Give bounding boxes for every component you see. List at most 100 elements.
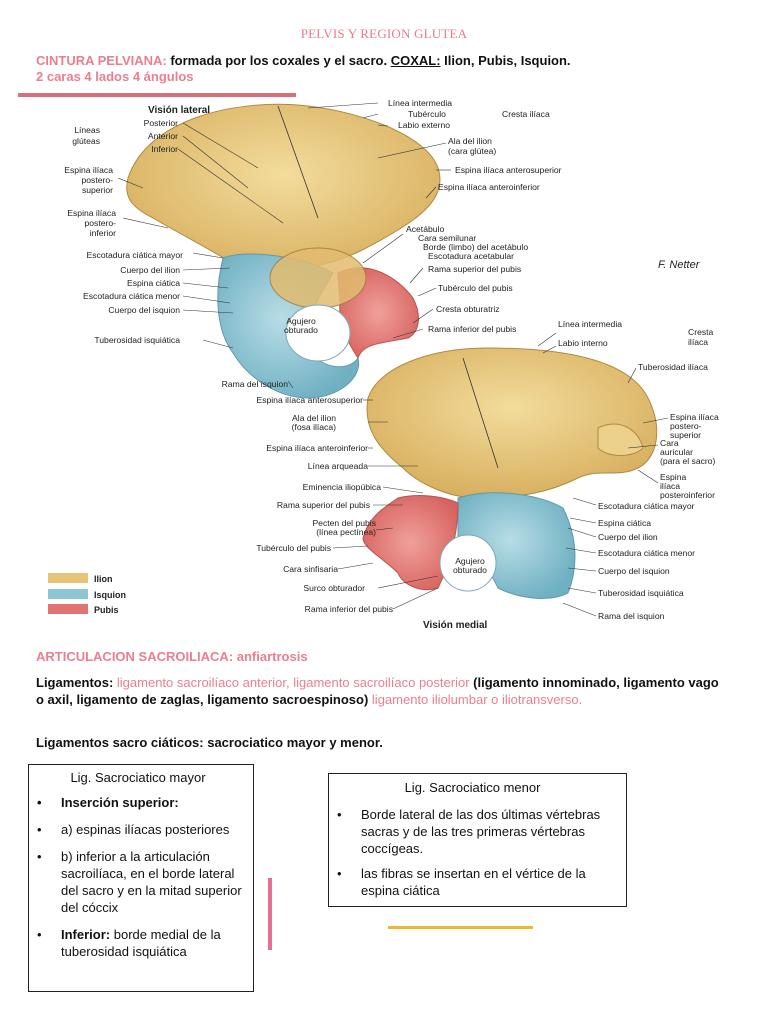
coxal-bone-figure: Visión lateral Visión medial F. Netter xyxy=(48,98,719,631)
articulacion-heading: ARTICULACION SACROILIACA: anfiartrosis xyxy=(36,649,308,664)
list-item: •Inserción superior: xyxy=(37,795,179,810)
lateral-view-bone xyxy=(126,103,441,399)
svg-text:Pubis: Pubis xyxy=(94,605,119,615)
svg-text:Acetábulo: Acetábulo xyxy=(406,224,444,234)
svg-text:Eminencia iliopúbica: Eminencia iliopúbica xyxy=(303,482,382,492)
bone-legend: Ilion Isquion Pubis xyxy=(48,573,126,615)
svg-text:(cara glútea): (cara glútea) xyxy=(448,146,496,156)
svg-text:Cara semilunar: Cara semilunar xyxy=(418,233,476,243)
svg-text:Tuberosidad isquiática: Tuberosidad isquiática xyxy=(94,335,180,345)
svg-text:Tuberosidad ilíaca: Tuberosidad ilíaca xyxy=(638,362,708,372)
svg-text:Isquion: Isquion xyxy=(94,590,126,600)
lateral-left-labels: Posterior Anterior Inferior Líneas glúte… xyxy=(64,118,288,389)
mayor-heading: Lig. Sacrociatico mayor xyxy=(70,770,206,785)
intro-subline: 2 caras 4 lados 4 ángulos xyxy=(36,69,194,84)
svg-text:Tubérculo del pubis: Tubérculo del pubis xyxy=(438,283,513,293)
svg-text:(línea pectínea): (línea pectínea) xyxy=(316,527,376,537)
svg-text:auricular: auricular xyxy=(660,447,693,457)
legend-swatch-pubis xyxy=(48,604,88,614)
svg-text:Tuberosidad isquiática: Tuberosidad isquiática xyxy=(598,588,684,598)
svg-text:Rama del isquion: Rama del isquion xyxy=(598,611,665,621)
svg-text:Agujero: Agujero xyxy=(286,316,316,326)
svg-text:Cara: Cara xyxy=(660,438,679,448)
artist-signature: F. Netter xyxy=(658,259,701,271)
sacrociatico-menor-box: Lig. Sacrociatico menor •Borde lateral d… xyxy=(328,773,627,907)
list-item: •Inferior: borde medial de la tuberosida… xyxy=(37,927,221,959)
medial-view-bone xyxy=(362,347,658,599)
svg-text:Labio externo: Labio externo xyxy=(398,120,450,130)
intro-line: CINTURA PELVIANA: formada por los coxale… xyxy=(36,53,571,68)
medial-left-labels: Espina ilíaca anterosuperior Ala del ili… xyxy=(256,395,393,614)
ligamentos-part1: ligamento sacroilíaco anterior, ligament… xyxy=(116,675,470,690)
svg-text:Ala del ilion: Ala del ilion xyxy=(292,413,336,423)
legend-swatch-isquion xyxy=(48,589,88,599)
svg-text:inferior: inferior xyxy=(90,228,116,238)
svg-text:Cuerpo del isquion: Cuerpo del isquion xyxy=(598,566,670,576)
cintura-label: CINTURA PELVIANA: xyxy=(36,53,167,68)
svg-text:Espina ilíaca anteroinferior: Espina ilíaca anteroinferior xyxy=(438,182,540,192)
svg-text:Espina ciática: Espina ciática xyxy=(598,518,651,528)
ligamentos-part2: (ligamento innominado, ligamento vago o … xyxy=(36,675,719,707)
svg-text:Tubérculo: Tubérculo xyxy=(408,109,446,119)
lateral-right-labels: Línea intermedia Tubérculo Labio externo… xyxy=(284,98,562,335)
ligamentos-paragraph: Ligamentos: ligamento sacroilíaco anteri… xyxy=(36,674,726,708)
svg-text:Tubérculo del pubis: Tubérculo del pubis xyxy=(256,543,331,553)
svg-text:Escotadura ciática menor: Escotadura ciática menor xyxy=(598,548,695,558)
svg-text:posteroinferior: posteroinferior xyxy=(660,490,715,500)
svg-text:Borde (limbo) del acetábulo: Borde (limbo) del acetábulo xyxy=(423,242,528,252)
svg-text:Ilion: Ilion xyxy=(94,574,113,584)
red-divider xyxy=(18,93,296,97)
svg-text:Cuerpo del ilion: Cuerpo del ilion xyxy=(120,265,180,275)
svg-text:Cresta: Cresta xyxy=(688,327,714,337)
yellow-accent-line xyxy=(388,926,533,929)
svg-text:Escotadura ciática mayor: Escotadura ciática mayor xyxy=(598,501,695,511)
medial-heading: Visión medial xyxy=(423,620,488,631)
sacrociaticos-line: Ligamentos sacro ciáticos: sacrociatico … xyxy=(36,735,383,750)
svg-text:Rama superior del pubis: Rama superior del pubis xyxy=(277,500,370,510)
menor-heading: Lig. Sacrociatico menor xyxy=(404,780,541,795)
list-item: •a) espinas ilíacas posteriores xyxy=(37,822,230,837)
pink-accent-bar xyxy=(268,878,272,950)
ligamentos-label: Ligamentos: xyxy=(36,675,117,690)
svg-text:obturado: obturado xyxy=(284,325,318,335)
svg-text:superior: superior xyxy=(82,185,113,195)
list-item: • las fibras se insertan en el vértice d… xyxy=(337,866,586,898)
medial-right-labels: Línea intermedia Labio interno Cresta il… xyxy=(453,319,719,621)
svg-text:Rama del isquion: Rama del isquion xyxy=(222,379,289,389)
svg-text:Línea intermedia: Línea intermedia xyxy=(558,319,622,329)
svg-text:Pecten del pubis: Pecten del pubis xyxy=(312,518,376,528)
svg-text:Espina ilíaca: Espina ilíaca xyxy=(67,208,116,218)
svg-text:Posterior: Posterior xyxy=(144,118,179,128)
svg-text:Anterior: Anterior xyxy=(148,131,178,141)
svg-text:Línea intermedia: Línea intermedia xyxy=(388,98,452,108)
lateral-heading: Visión lateral xyxy=(148,105,210,116)
cintura-text: formada por los coxales y el sacro. xyxy=(166,53,391,68)
svg-text:glúteas: glúteas xyxy=(72,136,100,146)
svg-text:Rama inferior del pubis: Rama inferior del pubis xyxy=(428,324,516,334)
svg-text:Inferior: Inferior xyxy=(151,144,178,154)
list-item: •Borde lateral de las dos últimas vérteb… xyxy=(337,807,601,856)
svg-text:Cuerpo del ilion: Cuerpo del ilion xyxy=(598,532,658,542)
svg-text:Rama inferior del pubis: Rama inferior del pubis xyxy=(305,604,393,614)
svg-text:ilíaca: ilíaca xyxy=(688,337,708,347)
svg-text:Rama superior del pubis: Rama superior del pubis xyxy=(428,264,521,274)
svg-text:Espina ilíaca anteroinferior: Espina ilíaca anteroinferior xyxy=(266,443,368,453)
svg-text:ilíaca: ilíaca xyxy=(660,481,680,491)
svg-text:postero-: postero- xyxy=(670,421,702,431)
sacrociatico-mayor-box: Lig. Sacrociatico mayor •Inserción super… xyxy=(28,764,254,992)
svg-text:Espina ciática: Espina ciática xyxy=(127,278,180,288)
svg-text:Labio interno: Labio interno xyxy=(558,338,608,348)
svg-text:Escotadura ciática mayor: Escotadura ciática mayor xyxy=(87,250,184,260)
svg-text:Escotadura acetabular: Escotadura acetabular xyxy=(428,251,514,261)
legend-swatch-ilion xyxy=(48,573,88,583)
svg-text:postero-: postero- xyxy=(84,218,116,228)
svg-text:Cuerpo del isquion: Cuerpo del isquion xyxy=(108,305,180,315)
svg-text:Cresta ilíaca: Cresta ilíaca xyxy=(502,109,550,119)
svg-text:Cresta obturatriz: Cresta obturatriz xyxy=(436,304,500,314)
svg-text:Espina: Espina xyxy=(660,472,686,482)
ligamentos-part3: ligamento iliolumbar o iliotransverso. xyxy=(371,692,583,707)
svg-text:Ala del ilion: Ala del ilion xyxy=(448,136,492,146)
svg-text:obturado: obturado xyxy=(453,565,487,575)
svg-text:Escotadura ciática menor: Escotadura ciática menor xyxy=(83,291,180,301)
svg-text:(fosa ilíaca): (fosa ilíaca) xyxy=(292,422,337,432)
